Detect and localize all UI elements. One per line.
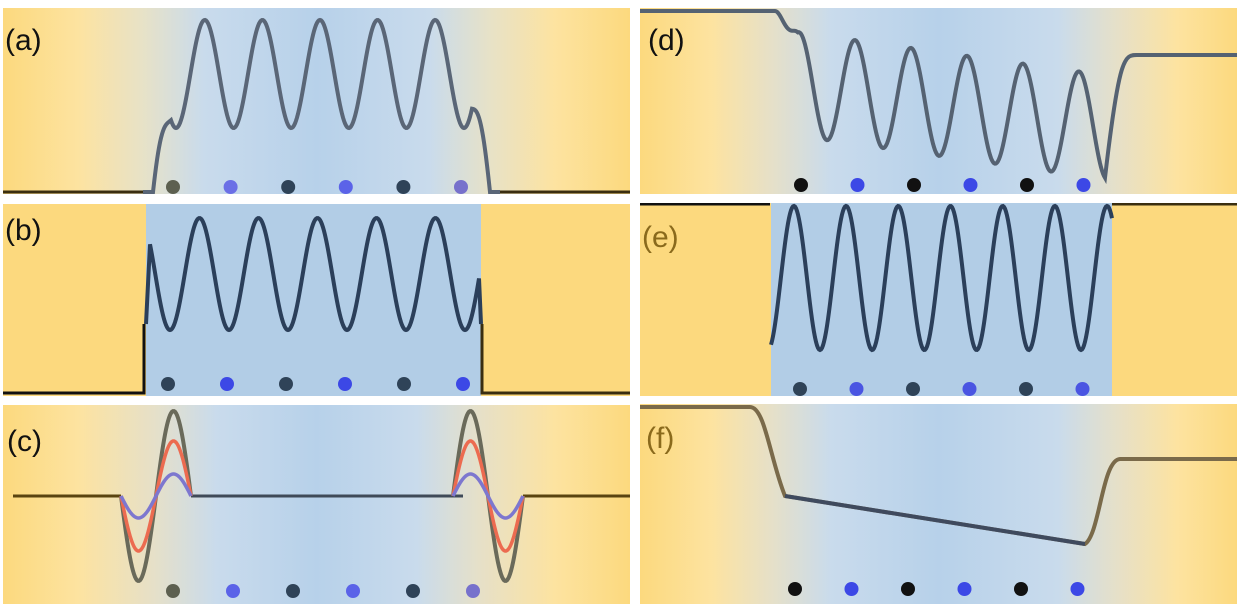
panel-d: (d) xyxy=(640,8,1237,194)
panel-c-sites xyxy=(166,584,480,598)
panel-b-baseline-right xyxy=(480,324,630,395)
panel-c-background xyxy=(3,405,630,604)
panel-b-graphic xyxy=(3,204,630,396)
panel-a-wavefunction xyxy=(143,17,500,194)
panel-e-wavefunction xyxy=(769,203,1114,353)
site-dot xyxy=(957,582,972,596)
panel-d-background xyxy=(640,8,1237,194)
site-dot xyxy=(166,584,180,598)
site-dot xyxy=(466,584,480,598)
site-dot xyxy=(906,382,920,396)
panel-d-sites xyxy=(794,178,1091,192)
site-dot xyxy=(406,584,420,598)
panel-b: (b) xyxy=(3,204,630,396)
panel-e-graphic xyxy=(640,203,1237,396)
site-dot xyxy=(454,180,468,194)
panel-b-sites xyxy=(161,377,470,391)
panel-c-graphic xyxy=(3,405,630,604)
panel-c-label: (c) xyxy=(7,425,42,458)
site-dot xyxy=(346,584,360,598)
panel-e-sites xyxy=(793,382,1090,396)
panel-f-potential-slope xyxy=(784,494,1086,546)
panel-e-label: (e) xyxy=(642,221,679,254)
site-dot xyxy=(223,180,238,194)
panel-a-background xyxy=(3,8,630,194)
site-dot xyxy=(1075,382,1090,396)
panel-d-wavefunction xyxy=(640,9,1237,185)
site-dot xyxy=(166,180,180,194)
site-dot xyxy=(279,377,293,391)
site-dot xyxy=(1070,582,1085,596)
panel-b-baseline-left xyxy=(3,324,146,395)
site-dot xyxy=(397,377,411,391)
panel-a: (a) xyxy=(3,8,630,194)
panel-b-label: (b) xyxy=(5,214,42,247)
panel-d-label: (d) xyxy=(648,24,685,57)
site-dot xyxy=(226,584,240,598)
site-dot xyxy=(844,582,859,596)
panel-f-graphic xyxy=(640,404,1237,604)
site-dot xyxy=(901,582,915,596)
site-dot xyxy=(220,377,234,391)
panel-f-sites xyxy=(788,582,1085,596)
site-dot xyxy=(907,178,921,192)
site-dot xyxy=(456,377,470,391)
panel-c: (c) xyxy=(3,405,630,604)
site-dot xyxy=(793,382,807,396)
site-dot xyxy=(396,180,411,194)
site-dot xyxy=(1019,382,1033,396)
panel-b-well-region xyxy=(146,204,481,396)
panel-a-sites xyxy=(166,180,468,194)
site-dot xyxy=(1014,582,1028,596)
panel-b-left-region xyxy=(3,204,146,396)
panel-a-graphic xyxy=(3,8,630,194)
panel-c-mode-violet xyxy=(119,472,525,520)
site-dot xyxy=(962,382,977,396)
site-dot xyxy=(161,377,175,391)
panel-f: (f) xyxy=(640,404,1237,604)
panel-b-wavefunction xyxy=(144,216,483,333)
panel-d-graphic xyxy=(640,8,1237,194)
panel-e-right-region xyxy=(1112,203,1237,396)
site-dot xyxy=(1076,178,1091,192)
site-dot xyxy=(963,178,978,192)
site-dot xyxy=(788,582,802,596)
site-dot xyxy=(849,382,864,396)
panel-f-background xyxy=(640,404,1237,604)
site-dot xyxy=(338,180,353,194)
site-dot xyxy=(281,180,296,194)
site-dot xyxy=(850,178,865,192)
panel-b-right-region xyxy=(481,204,630,396)
panel-e: (e) xyxy=(640,203,1237,396)
site-dot xyxy=(1020,178,1034,192)
panel-a-label: (a) xyxy=(5,24,42,57)
site-dot xyxy=(286,584,300,598)
site-dot xyxy=(794,178,808,192)
site-dot xyxy=(338,377,352,391)
panel-f-label: (f) xyxy=(646,422,675,455)
panel-e-left-region xyxy=(640,203,771,396)
